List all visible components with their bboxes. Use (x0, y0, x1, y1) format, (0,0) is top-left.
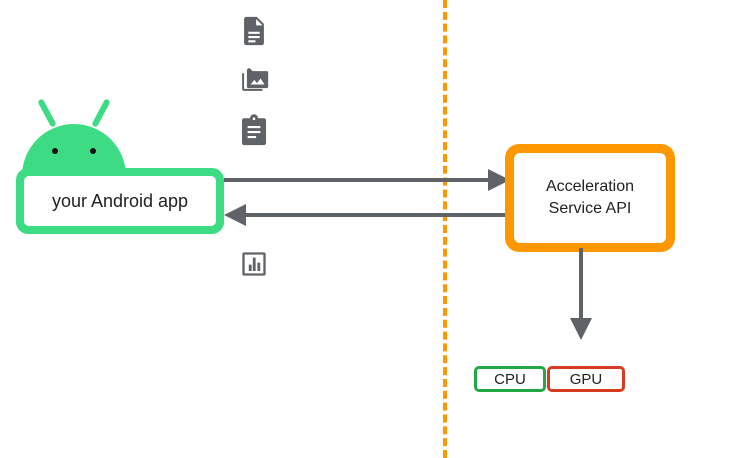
robot-antenna-right-icon (91, 98, 111, 128)
acceleration-service-label-line2: Service API (548, 200, 632, 217)
request-arrow (224, 169, 510, 191)
robot-eye-right-icon (90, 148, 96, 154)
bar-chart-icon (240, 250, 268, 278)
robot-antenna-left-icon (37, 98, 57, 128)
photo-library-icon (237, 64, 271, 98)
acceleration-service-node: Acceleration Service API (505, 144, 675, 252)
android-app-label: your Android app (24, 176, 216, 226)
android-robot-icon (22, 98, 126, 176)
gpu-chip: GPU (547, 366, 625, 392)
cpu-chip: CPU (474, 366, 546, 392)
android-app-node: your Android app (16, 168, 224, 234)
robot-eye-left-icon (52, 148, 58, 154)
acceleration-service-label: Acceleration Service API (514, 153, 666, 243)
acceleration-service-label-line1: Acceleration (545, 178, 635, 196)
response-arrow (224, 204, 510, 226)
clipboard-icon (237, 114, 271, 148)
document-icon (237, 14, 271, 48)
device-boundary-divider (443, 0, 447, 458)
dispatch-arrow (570, 248, 592, 340)
